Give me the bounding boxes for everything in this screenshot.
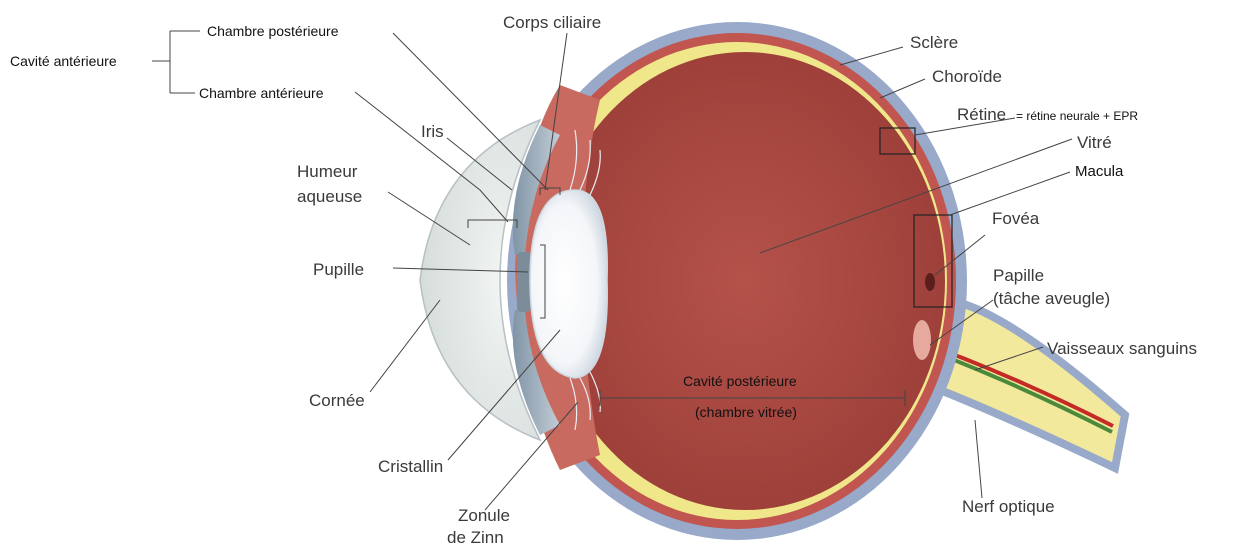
label-corps-ciliaire: Corps ciliaire: [503, 13, 601, 32]
pupil: [517, 252, 531, 312]
label-nerf-optique: Nerf optique: [962, 497, 1055, 516]
label-humeur-2: aqueuse: [297, 187, 362, 206]
label-chambre-anterieure: Chambre antérieure: [199, 85, 324, 101]
label-vitre: Vitré: [1077, 133, 1112, 152]
label-cristallin: Cristallin: [378, 457, 443, 476]
label-fovea: Fovéa: [992, 209, 1040, 228]
label-cavite-posterieure: Cavité postérieure: [683, 373, 797, 389]
label-vaisseaux: Vaisseaux sanguins: [1047, 339, 1197, 358]
label-iris: Iris: [421, 122, 444, 141]
papilla: [913, 320, 931, 360]
label-papille-2: (tâche aveugle): [993, 289, 1110, 308]
label-zonule-2: de Zinn: [447, 528, 504, 546]
label-cavite-anterieure: Cavité antérieure: [10, 53, 117, 69]
label-sclere: Sclère: [910, 33, 958, 52]
label-chambre-vitree: (chambre vitrée): [695, 404, 797, 420]
label-macula: Macula: [1075, 163, 1124, 180]
label-retine-detail: = rétine neurale + EPR: [1016, 109, 1138, 123]
label-chambre-posterieure: Chambre postérieure: [207, 23, 339, 39]
label-choroide: Choroïde: [932, 67, 1002, 86]
label-pupille: Pupille: [313, 260, 364, 279]
label-humeur-1: Humeur: [297, 162, 358, 181]
label-papille-1: Papille: [993, 266, 1044, 285]
lens: [530, 190, 607, 378]
label-cornee: Cornée: [309, 391, 365, 410]
label-retine: Rétine: [957, 105, 1006, 124]
label-zonule-1: Zonule: [458, 506, 510, 525]
fovea: [925, 273, 935, 291]
